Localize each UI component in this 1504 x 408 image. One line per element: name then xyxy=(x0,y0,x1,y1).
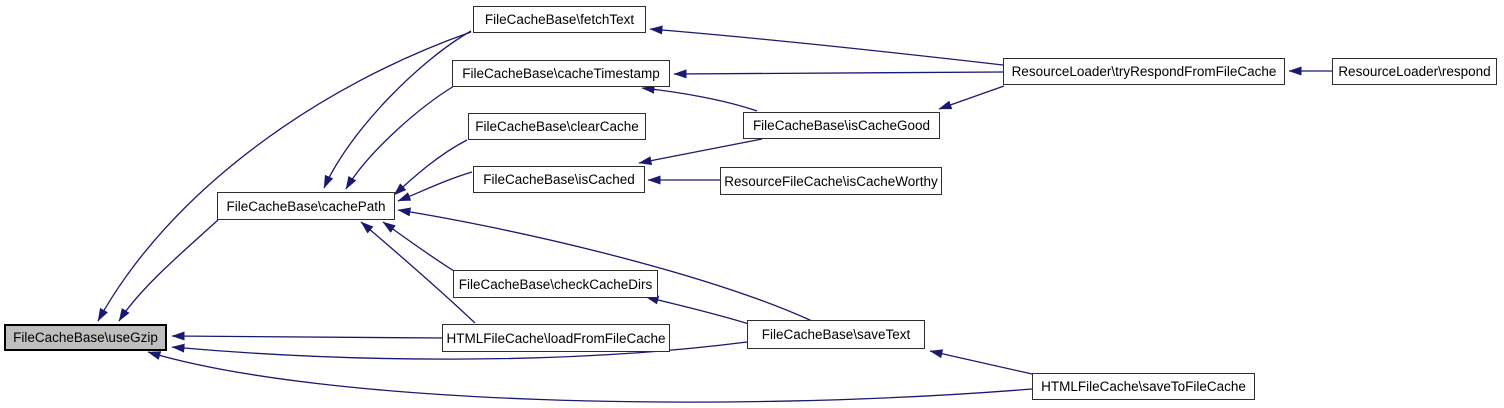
node-cachePath[interactable]: FileCacheBase\cachePath xyxy=(217,192,395,220)
node-fetchText[interactable]: FileCacheBase\fetchText xyxy=(473,6,646,33)
edge-isCacheGood-isCached xyxy=(638,138,763,166)
edge-tryRespond-isCacheGood xyxy=(938,85,1005,110)
edge-saveToFileCache-useGzip xyxy=(147,351,1033,403)
node-respond[interactable]: ResourceLoader\respond xyxy=(1332,58,1497,85)
node-useGzip: FileCacheBase\useGzip xyxy=(4,324,167,351)
edge-tryRespond-cacheTimestamp xyxy=(673,69,1004,79)
edge-fetchText-useGzip xyxy=(97,31,472,322)
edge-clearCache-cachePath xyxy=(393,139,468,196)
node-isCached[interactable]: FileCacheBase\isCached xyxy=(473,166,645,193)
edge-fetchText-cachePath xyxy=(323,30,472,189)
node-loadFromFileCache[interactable]: HTMLFileCache\loadFromFileCache xyxy=(442,324,670,352)
node-tryRespondFromFileCache[interactable]: ResourceLoader\tryRespondFromFileCache xyxy=(1003,58,1285,85)
edge-saveText-checkCacheDirs xyxy=(645,295,750,325)
edge-saveText-cachePath xyxy=(397,207,813,322)
edge-loadFromFileCache-useGzip xyxy=(171,331,443,341)
edge-cachePath-useGzip xyxy=(118,219,219,322)
edge-cacheTimestamp-cachePath xyxy=(345,85,455,190)
node-clearCache[interactable]: FileCacheBase\clearCache xyxy=(468,113,646,140)
node-saveToFileCache[interactable]: HTMLFileCache\saveToFileCache xyxy=(1032,373,1255,400)
edge-isCached-cachePath xyxy=(397,171,473,202)
node-checkCacheDirs[interactable]: FileCacheBase\checkCacheDirs xyxy=(453,270,658,298)
node-isCacheGood[interactable]: FileCacheBase\isCacheGood xyxy=(743,112,940,139)
edge-isCacheGood-cacheTimestamp xyxy=(641,84,758,112)
node-saveText[interactable]: FileCacheBase\saveText xyxy=(747,320,925,349)
edge-loadFromFileCache-cachePath xyxy=(360,221,476,324)
edge-tryRespond-fetchText xyxy=(649,25,1004,66)
edge-saveToFileCache-saveText xyxy=(929,349,1033,375)
edge-checkCacheDirs-cachePath xyxy=(382,221,455,272)
node-isCacheWorthy[interactable]: ResourceFileCache\isCacheWorthy xyxy=(720,167,942,195)
node-cacheTimestamp[interactable]: FileCacheBase\cacheTimestamp xyxy=(452,60,670,87)
